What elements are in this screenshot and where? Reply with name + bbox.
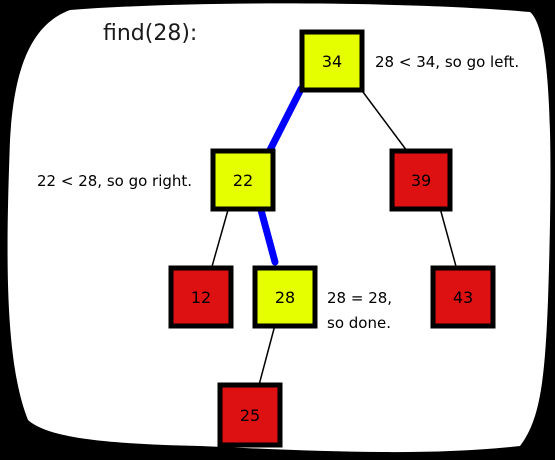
node-34: 34: [299, 29, 365, 93]
node-25: 25: [217, 382, 283, 448]
node-28-label: 28: [275, 288, 295, 307]
node-39: 39: [389, 148, 453, 212]
node-12-label: 12: [191, 288, 211, 307]
note-go-right: 22 < 28, so go right.: [37, 172, 192, 190]
note-done-line1: 28 = 28,: [327, 289, 392, 307]
node-12: 12: [168, 265, 234, 329]
title-text: find(28):: [103, 21, 197, 46]
note-go-left: 28 < 34, so go left.: [375, 53, 519, 71]
node-22-label: 22: [233, 171, 253, 190]
edge-22-12: [210, 209, 229, 271]
edge-39-43: [439, 207, 458, 271]
node-28: 28: [252, 265, 318, 329]
node-22: 22: [210, 148, 276, 212]
node-43: 43: [430, 265, 496, 329]
edge-28-25: [258, 324, 276, 386]
background-blob: [7, 3, 551, 453]
edge-34-39: [359, 87, 411, 156]
edge-22-28-path: [257, 206, 279, 266]
edge-34-22-path: [265, 85, 305, 156]
node-25-label: 25: [240, 406, 260, 425]
note-done-line2: so done.: [327, 314, 391, 332]
node-39-label: 39: [411, 171, 431, 190]
node-34-label: 34: [322, 52, 342, 71]
node-43-label: 43: [453, 288, 473, 307]
